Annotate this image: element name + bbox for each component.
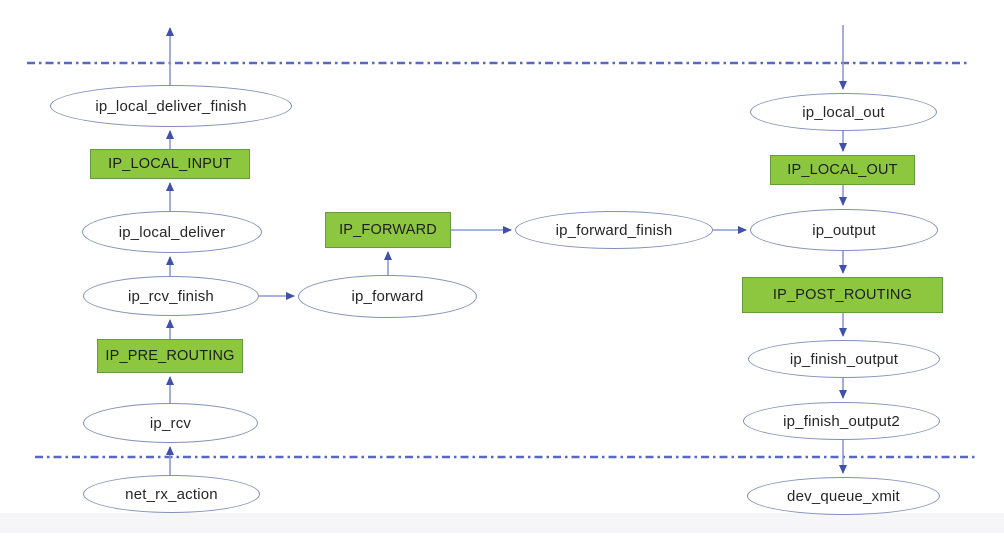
hook-ip-post-routing: IP_POST_ROUTING	[742, 277, 943, 313]
node-dev-queue-xmit: dev_queue_xmit	[747, 477, 940, 515]
node-ip-finish-output2: ip_finish_output2	[743, 402, 940, 440]
node-ip-rcv-finish: ip_rcv_finish	[83, 276, 259, 316]
hook-ip-pre-routing: IP_PRE_ROUTING	[97, 339, 243, 373]
node-ip-forward: ip_forward	[298, 275, 477, 318]
hook-ip-local-out: IP_LOCAL_OUT	[770, 155, 915, 185]
node-ip-finish-output: ip_finish_output	[748, 340, 940, 378]
node-ip-local-out: ip_local_out	[750, 93, 937, 131]
node-ip-rcv: ip_rcv	[83, 403, 258, 443]
node-ip-forward-finish: ip_forward_finish	[515, 211, 713, 249]
hook-ip-forward: IP_FORWARD	[325, 212, 451, 248]
node-ip-local-deliver-finish: ip_local_deliver_finish	[50, 85, 292, 127]
node-ip-local-deliver: ip_local_deliver	[82, 211, 262, 253]
node-ip-output: ip_output	[750, 209, 938, 251]
node-net-rx-action: net_rx_action	[83, 475, 260, 513]
footer-band	[0, 513, 1004, 533]
hook-ip-local-input: IP_LOCAL_INPUT	[90, 149, 250, 179]
